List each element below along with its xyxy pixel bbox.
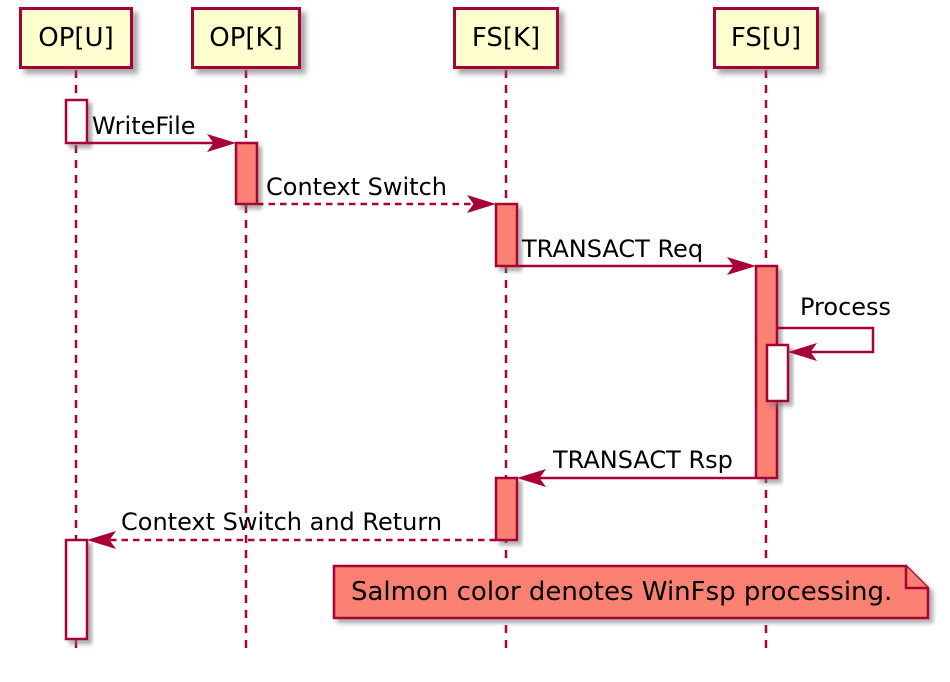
message-label-transact-rsp: TRANSACT Rsp	[553, 446, 733, 474]
message-label-process: Process	[800, 293, 892, 321]
message-label-context-switch-and-return: Context Switch and Return	[121, 508, 443, 536]
message-label-transact-req: TRANSACT Req	[522, 235, 704, 263]
note-body	[332, 564, 930, 620]
arrowhead-transact-rsp	[517, 469, 546, 487]
participant-op-u: OP[U]	[19, 7, 133, 69]
arrowhead-process	[788, 343, 817, 361]
activation-fs-k-request	[494, 202, 519, 268]
participant-fs-k: FS[K]	[453, 7, 559, 69]
activation-op-u-end	[64, 538, 89, 641]
participant-fs-u: FS[U]	[713, 7, 819, 69]
note-fold-corner	[904, 566, 928, 590]
activation-op-u-start	[64, 98, 89, 145]
message-label-context-switch: Context Switch	[266, 173, 447, 201]
participant-op-k: OP[K]	[191, 7, 301, 69]
activation-op-k	[234, 141, 259, 206]
message-label-writefile: WriteFile	[92, 112, 196, 140]
arrow-process-self-loop	[777, 326, 875, 354]
activation-fs-u-process	[765, 343, 790, 403]
arrowhead-context-switch	[467, 195, 496, 213]
arrowhead-context-switch-return	[87, 531, 116, 549]
arrowhead-writefile	[207, 134, 236, 152]
note-text: Salmon color denotes WinFsp processing.	[351, 577, 893, 607]
arrowhead-transact-req	[727, 257, 756, 275]
activation-fs-k-response	[494, 476, 519, 542]
